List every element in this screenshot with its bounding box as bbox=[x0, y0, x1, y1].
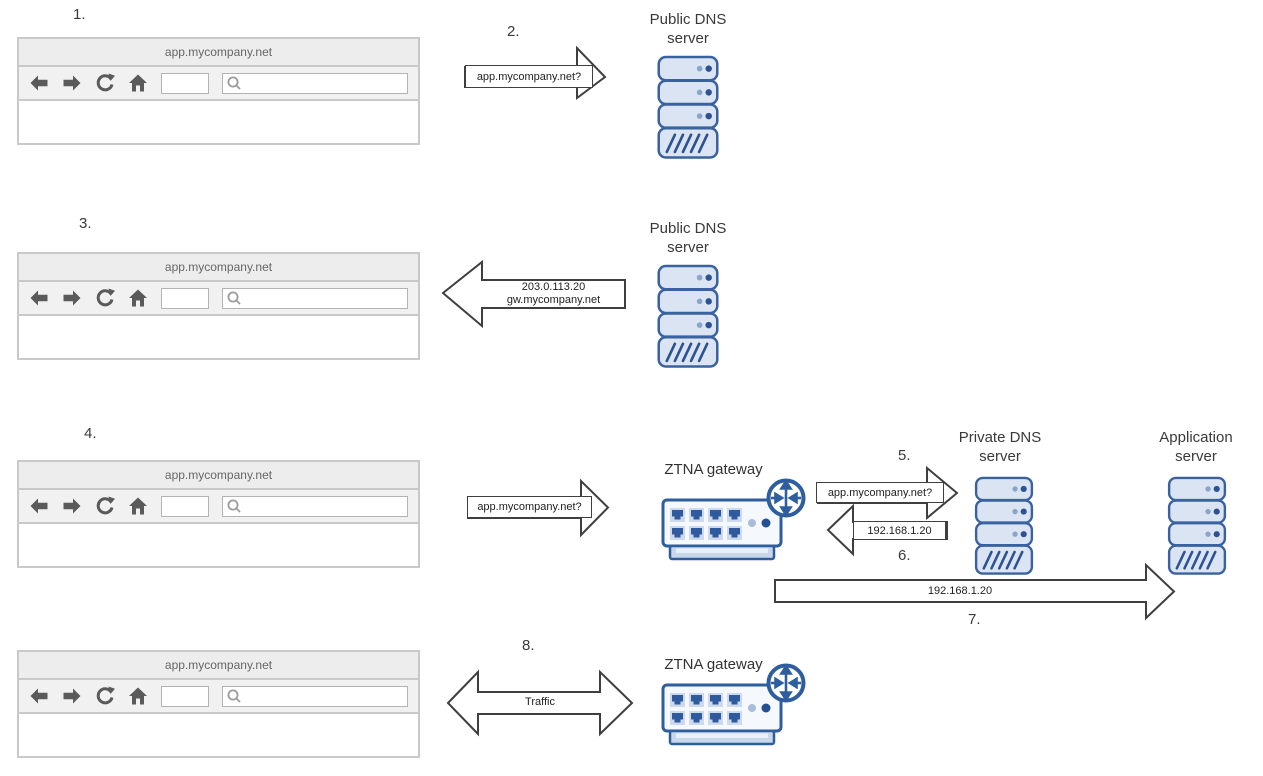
home-button[interactable] bbox=[128, 496, 148, 516]
public-dns-server-icon-2 bbox=[657, 264, 719, 368]
address-field[interactable] bbox=[161, 685, 209, 707]
browser-content bbox=[19, 714, 418, 752]
home-icon bbox=[129, 687, 147, 705]
arrow-step7-right bbox=[774, 563, 1176, 621]
application-server-label: Application server bbox=[1159, 429, 1233, 465]
application-server-icon bbox=[1167, 476, 1227, 575]
refresh-icon bbox=[96, 288, 115, 307]
step-2-label: 2. bbox=[507, 23, 520, 40]
arrow-step7-label: 192.168.1.20 bbox=[927, 585, 993, 597]
browser-window-4: app.mycompany.net bbox=[17, 650, 420, 758]
refresh-button[interactable] bbox=[95, 73, 115, 93]
refresh-icon bbox=[96, 496, 115, 515]
search-input[interactable] bbox=[222, 72, 408, 94]
refresh-button[interactable] bbox=[95, 288, 115, 308]
home-button[interactable] bbox=[128, 288, 148, 308]
address-field[interactable] bbox=[161, 495, 209, 517]
search-icon bbox=[227, 291, 241, 305]
search-input[interactable] bbox=[222, 495, 408, 517]
public-dns-server-label-1: Public DNS server bbox=[649, 11, 727, 47]
arrow-step2-label: app.mycompany.net? bbox=[465, 65, 593, 88]
forward-icon bbox=[63, 290, 81, 306]
step-8-label: 8. bbox=[522, 637, 535, 654]
refresh-icon bbox=[96, 73, 115, 92]
forward-icon bbox=[63, 75, 81, 91]
back-icon bbox=[30, 290, 48, 306]
back-button[interactable] bbox=[29, 73, 49, 93]
public-dns-server-icon-1 bbox=[657, 55, 719, 159]
arrow-step3-label: 203.0.113.20 gw.mycompany.net bbox=[506, 281, 601, 306]
home-icon bbox=[129, 289, 147, 307]
address-field[interactable] bbox=[161, 287, 209, 309]
arrow-step8-label: Traffic bbox=[525, 696, 555, 708]
public-dns-server-label-2: Public DNS server bbox=[649, 220, 727, 256]
browser-toolbar bbox=[19, 680, 418, 714]
ztna-gateway-label-1: ZTNA gateway bbox=[664, 461, 763, 478]
search-icon bbox=[227, 689, 241, 703]
step-1-label: 1. bbox=[73, 6, 86, 23]
step-6-label: 6. bbox=[898, 547, 911, 564]
forward-button[interactable] bbox=[62, 73, 82, 93]
forward-button[interactable] bbox=[62, 288, 82, 308]
ztna-gateway-label-2: ZTNA gateway bbox=[664, 656, 763, 673]
browser-window-2: app.mycompany.net bbox=[17, 252, 420, 360]
back-button[interactable] bbox=[29, 686, 49, 706]
browser-content bbox=[19, 101, 418, 139]
back-icon bbox=[30, 75, 48, 91]
back-button[interactable] bbox=[29, 496, 49, 516]
home-button[interactable] bbox=[128, 73, 148, 93]
private-dns-server-icon bbox=[974, 476, 1034, 575]
forward-icon bbox=[63, 688, 81, 704]
search-input[interactable] bbox=[222, 287, 408, 309]
browser-toolbar bbox=[19, 282, 418, 316]
home-button[interactable] bbox=[128, 686, 148, 706]
back-icon bbox=[30, 688, 48, 704]
browser-content bbox=[19, 524, 418, 562]
refresh-button[interactable] bbox=[95, 496, 115, 516]
search-input[interactable] bbox=[222, 685, 408, 707]
arrow-step4-label: app.mycompany.net? bbox=[467, 496, 592, 518]
address-field[interactable] bbox=[161, 72, 209, 94]
browser-url-bar: app.mycompany.net bbox=[19, 652, 418, 680]
forward-button[interactable] bbox=[62, 496, 82, 516]
search-icon bbox=[227, 499, 241, 513]
home-icon bbox=[129, 74, 147, 92]
ztna-gateway-icon-1 bbox=[660, 477, 810, 569]
step-5-label: 5. bbox=[898, 447, 911, 464]
refresh-icon bbox=[96, 686, 115, 705]
browser-url-bar: app.mycompany.net bbox=[19, 254, 418, 282]
browser-content bbox=[19, 316, 418, 354]
browser-window-1: app.mycompany.net bbox=[17, 37, 420, 145]
arrow-step6-label: 192.168.1.20 bbox=[853, 521, 946, 540]
step-4-label: 4. bbox=[84, 425, 97, 442]
refresh-button[interactable] bbox=[95, 686, 115, 706]
forward-icon bbox=[63, 498, 81, 514]
step-7-label: 7. bbox=[968, 611, 981, 628]
back-button[interactable] bbox=[29, 288, 49, 308]
browser-url-bar: app.mycompany.net bbox=[19, 462, 418, 490]
arrow-step3-left bbox=[441, 259, 626, 329]
browser-url-bar: app.mycompany.net bbox=[19, 39, 418, 67]
browser-window-3: app.mycompany.net bbox=[17, 460, 420, 568]
home-icon bbox=[129, 497, 147, 515]
step-3-label: 3. bbox=[79, 215, 92, 232]
search-icon bbox=[227, 76, 241, 90]
back-icon bbox=[30, 498, 48, 514]
ztna-gateway-icon-2 bbox=[660, 662, 810, 754]
arrow-step5-label: app.mycompany.net? bbox=[816, 482, 944, 503]
private-dns-server-label: Private DNS server bbox=[958, 429, 1042, 465]
arrow-step8-bidirectional bbox=[446, 669, 634, 737]
browser-toolbar bbox=[19, 490, 418, 524]
forward-button[interactable] bbox=[62, 686, 82, 706]
browser-toolbar bbox=[19, 67, 418, 101]
